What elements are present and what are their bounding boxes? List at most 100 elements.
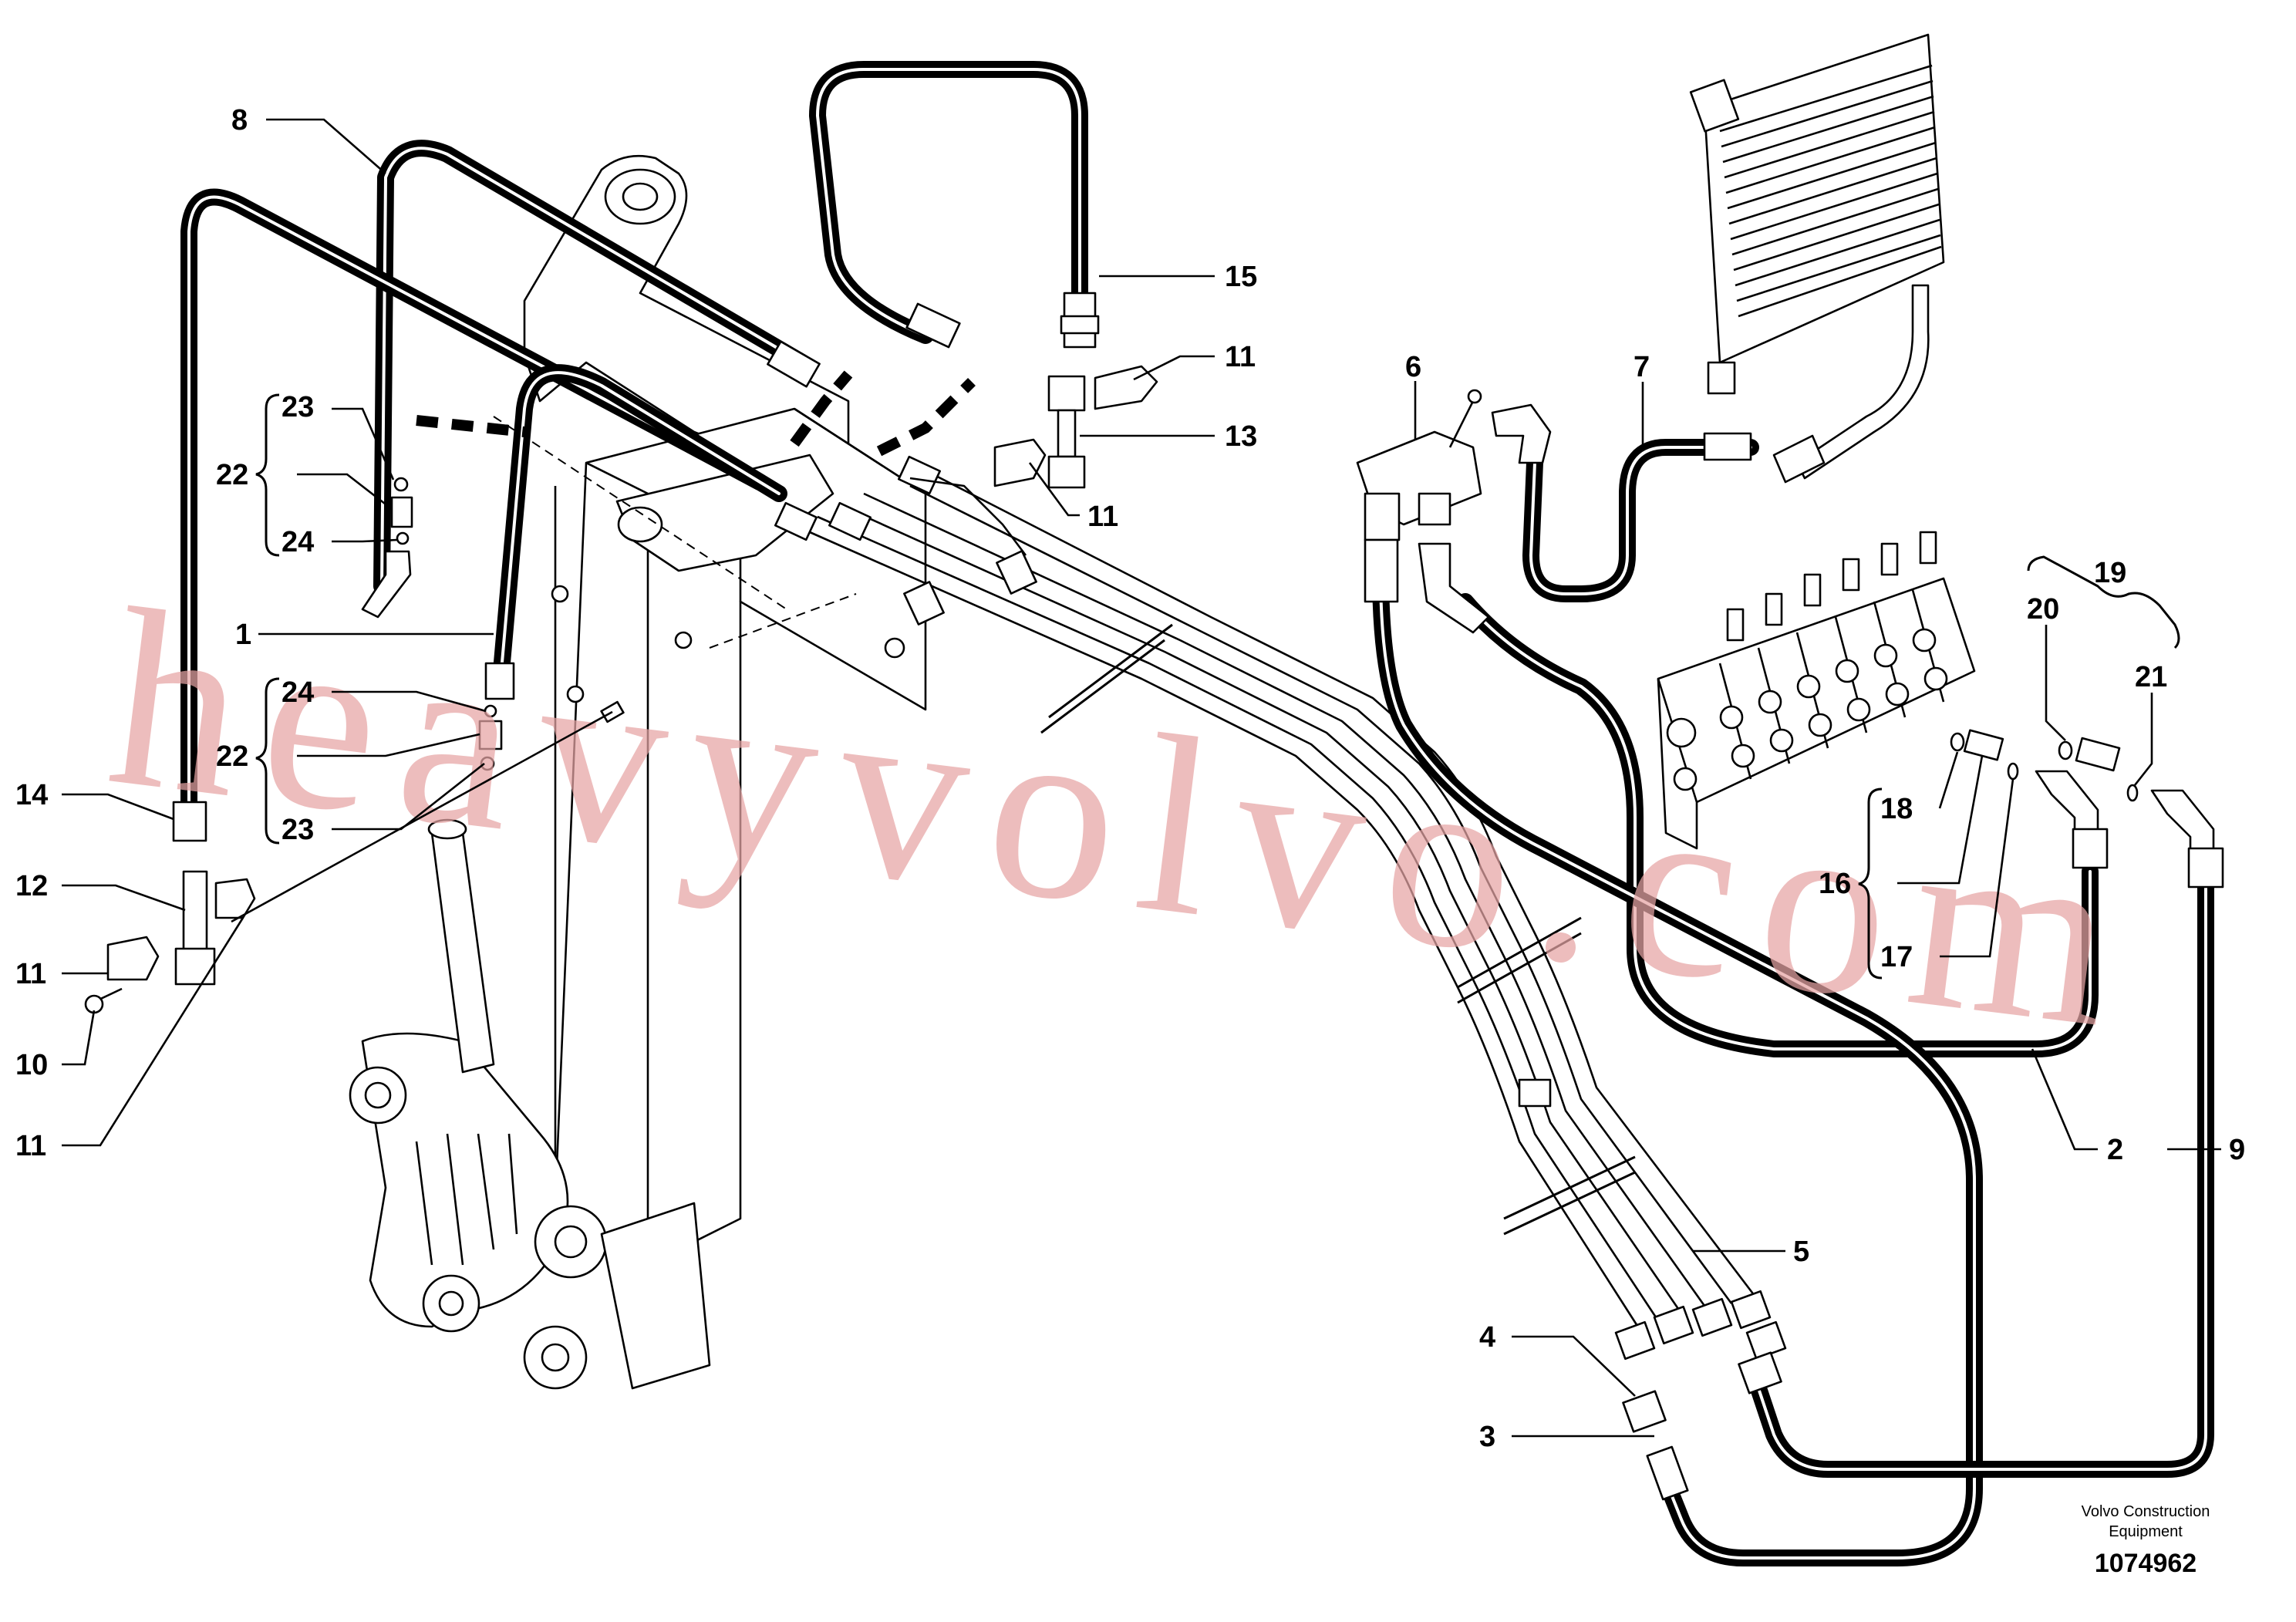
oring-23-bottom <box>480 756 495 771</box>
hose-3-top-fitting <box>1364 538 1399 603</box>
leader-21 <box>2133 693 2153 786</box>
cylinder-cap <box>427 818 467 840</box>
leader-24b <box>332 690 487 713</box>
bolt-b <box>566 685 585 703</box>
hoses <box>180 61 2214 1566</box>
steel-pipe-bundle <box>774 455 1787 1361</box>
break-mark-1 <box>1040 623 1173 734</box>
hose-15-core <box>816 68 1081 337</box>
union-13-body <box>1057 409 1077 458</box>
hose-7-core <box>1529 446 1752 595</box>
clamp-11-left-b <box>106 936 160 981</box>
spool-1 <box>1726 608 1745 642</box>
bolt-a <box>551 585 569 603</box>
pipe-end-fitting-4 <box>1730 1290 1772 1330</box>
callout-23a: 23 <box>282 391 314 423</box>
leader-22a-in <box>297 473 393 511</box>
leader-8 <box>266 118 386 174</box>
boom-structure <box>349 154 927 1390</box>
fitting-1-end <box>484 662 515 700</box>
callout-11d: 11 <box>15 1130 46 1162</box>
leader-14 <box>62 793 174 821</box>
pipe-clamp-1 <box>903 581 945 626</box>
clamp-11-left-a <box>214 878 256 919</box>
fitting-12-body <box>182 870 208 958</box>
hose-3-bottom-fitting <box>1646 1445 1689 1501</box>
pipe-clamp-3 <box>1518 1078 1552 1108</box>
elbow-19 <box>2150 789 2215 854</box>
pivot-pin-b-inner <box>554 1225 588 1259</box>
union-13-top <box>1047 375 1086 412</box>
hose-15-left-fitting <box>905 302 961 349</box>
callout-5: 5 <box>1793 1236 1809 1268</box>
callout-9: 9 <box>2229 1134 2245 1166</box>
bolt-c <box>674 631 693 649</box>
boom-pin-top-inner <box>622 182 659 211</box>
upper-pipe-fitting-1 <box>774 501 818 541</box>
pipe-clamp-2 <box>996 550 1037 595</box>
clamp-11-mid <box>993 438 1047 487</box>
callout-11a: 11 <box>1225 341 1256 373</box>
bolt-d <box>884 637 905 659</box>
hose-15-fitting-hex <box>1060 315 1100 335</box>
oring-24-top <box>396 531 410 545</box>
adapter-22-top <box>390 496 413 528</box>
port-1 <box>1719 705 1744 730</box>
spool-3 <box>1803 573 1822 607</box>
footer: Volvo Construction Equipment 1074962 <box>2082 1503 2210 1578</box>
valve-block-face <box>1657 677 1698 850</box>
callout-16: 16 <box>1819 868 1851 900</box>
callout-20: 20 <box>2027 593 2059 626</box>
leader-11b <box>1028 462 1080 517</box>
leader-20 <box>2045 625 2066 741</box>
oring-18 <box>1950 732 1965 752</box>
leader-2 <box>2031 1048 2098 1151</box>
hose-8-fitting <box>767 340 821 388</box>
break-mark-2 <box>1457 916 1582 1004</box>
pipe-3 <box>848 508 1687 1320</box>
oring-21 <box>2126 784 2139 802</box>
hose-1-core <box>500 371 781 673</box>
hose-2-top-fitting <box>1418 542 1490 634</box>
cooler-inlet <box>1689 79 1740 133</box>
port-3 <box>1796 674 1821 699</box>
brace-22-top <box>255 393 280 557</box>
leader-18 <box>1938 751 1959 809</box>
hose-7-fitting <box>1703 432 1752 461</box>
leader-22b-in <box>297 733 480 757</box>
leader-23a <box>332 407 395 481</box>
pipe-2 <box>817 515 1664 1327</box>
fittings <box>84 33 2224 1501</box>
callout-labels: 8 15 11 13 11 6 7 23 22 24 1 24 22 23 14… <box>15 104 2245 1453</box>
spool-4 <box>1842 558 1860 592</box>
fitting-14 <box>172 801 207 842</box>
callout-23b: 23 <box>282 814 314 846</box>
port-6 <box>1912 628 1937 653</box>
callout-21: 21 <box>2135 661 2167 693</box>
port-12 <box>1923 666 1948 691</box>
port-side-b <box>1673 767 1698 791</box>
elbow-top <box>361 550 412 619</box>
pivot-pin-d-inner <box>541 1343 570 1372</box>
callout-11b: 11 <box>1087 501 1118 533</box>
oring-23-top <box>393 477 409 492</box>
braces <box>255 393 2180 980</box>
callout-19: 19 <box>2094 557 2126 589</box>
port-11 <box>1885 682 1910 706</box>
valve-6-knob <box>1467 389 1482 404</box>
pipe-end-fitting-3 <box>1691 1297 1733 1337</box>
callout-11c: 11 <box>15 958 46 990</box>
callout-24a: 24 <box>282 526 314 558</box>
brand-line-2: Equipment <box>2109 1523 2183 1540</box>
callout-14: 14 <box>15 779 48 811</box>
hose-9-end-fitting <box>2187 847 2224 889</box>
thin-pipe-upper <box>909 477 1027 556</box>
break-mark-3 <box>1503 1155 1636 1236</box>
clamp-11-top <box>1094 365 1158 410</box>
callout-8: 8 <box>231 104 248 137</box>
port-side-a <box>1666 717 1697 748</box>
hidden-hose-3 <box>876 378 976 457</box>
callout-15: 15 <box>1225 261 1257 293</box>
hose-7 <box>1522 439 1759 602</box>
